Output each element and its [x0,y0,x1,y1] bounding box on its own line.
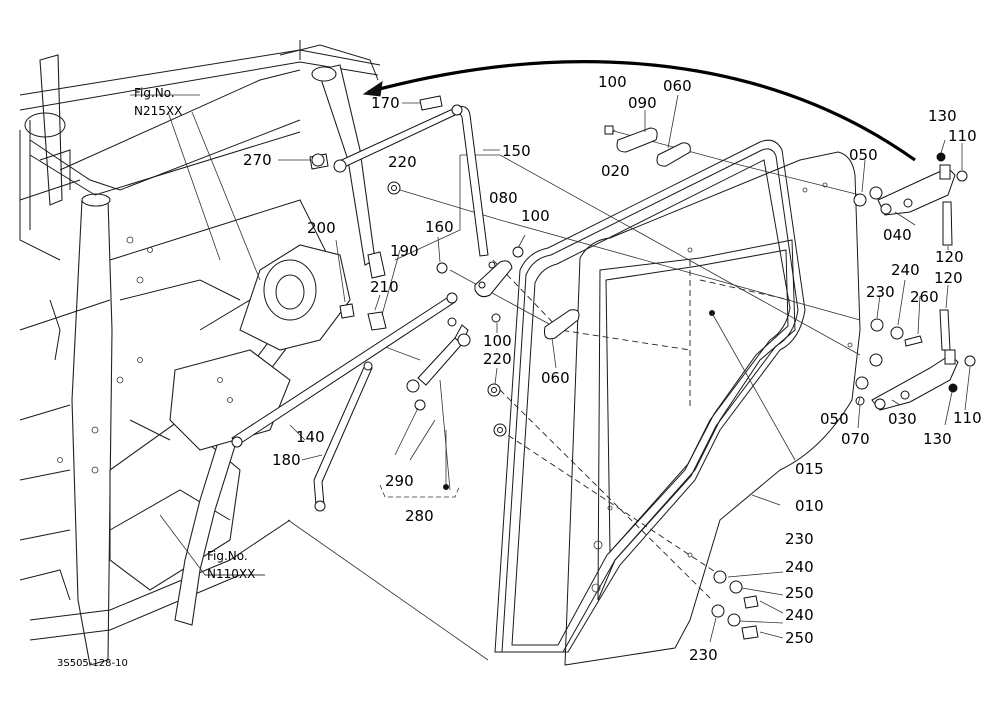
part-label: 230 [866,283,895,301]
part-label: 250 [785,584,814,602]
door-glass-010 [564,151,861,666]
part-label: 190 [390,242,419,260]
part-label: 010 [795,497,824,515]
part-label: 070 [841,430,870,448]
latch-plate-080 [436,246,524,323]
part-label: 020 [601,162,630,180]
part-label: 090 [628,94,657,112]
part-label: 160 [425,218,454,236]
part-number-labels: 100 090 060 130 110 170 150 270 220 050 … [243,73,982,664]
leader-lines [287,129,861,661]
reference-arrowhead [362,80,383,97]
part-label: 230 [689,646,718,664]
part-label: 120 [934,269,963,287]
part-label: 290 [385,472,414,490]
fig-ref-bottom-2: N110XX [207,567,255,581]
fig-ref-bottom-1: N215XX [134,104,182,118]
part-label: 030 [888,410,917,428]
rod-180 [313,361,373,512]
part-label: 120 [935,248,964,266]
part-label: 220 [483,350,512,368]
fig-ref-top-2: Fig.No. [207,549,248,563]
part-label: 250 [785,629,814,647]
part-label: 100 [483,332,512,350]
rod-140 [231,292,458,448]
part-label: 220 [388,153,417,171]
small-parts [311,153,759,640]
part-label: 015 [795,460,824,478]
fig-ref-n110xx: Fig.No. N110XX [207,549,255,581]
part-label: 240 [785,606,814,624]
drawing-code: 3S505-128-10 [57,658,128,669]
gas-strut-290 [406,317,471,490]
part-label: 110 [948,127,977,145]
part-label: 100 [598,73,627,91]
fig-ref-n215xx: Fig.No. N215XX [134,86,182,118]
fig-ref-top-1: Fig.No. [134,86,175,100]
part-label: 230 [785,530,814,548]
part-label: 110 [953,409,982,427]
reference-arrow [367,60,916,162]
part-label: 150 [502,142,531,160]
part-label: 260 [910,288,939,306]
part-label: 170 [371,94,400,112]
part-label: 180 [272,451,301,469]
part-label: 080 [489,189,518,207]
plates-060-090 [544,125,691,340]
part-label: 050 [820,410,849,428]
hinge-lower-030 [855,309,976,411]
part-label: 240 [785,558,814,576]
part-label: 280 [405,507,434,525]
label-leaders [130,94,971,643]
part-label: 130 [923,430,952,448]
part-label: 100 [521,207,550,225]
part-label: 040 [883,226,912,244]
part-label: 060 [541,369,570,387]
part-label: 270 [243,151,272,169]
part-label: 200 [307,219,336,237]
part-label: 130 [928,107,957,125]
machine-frame [19,40,381,666]
part-label: 210 [370,278,399,296]
inner-glass-015 [591,182,853,601]
hinge-upper-040 [853,152,968,246]
part-label: 140 [296,428,325,446]
part-label: 050 [849,146,878,164]
part-label: 060 [663,77,692,95]
part-label: 240 [891,261,920,279]
